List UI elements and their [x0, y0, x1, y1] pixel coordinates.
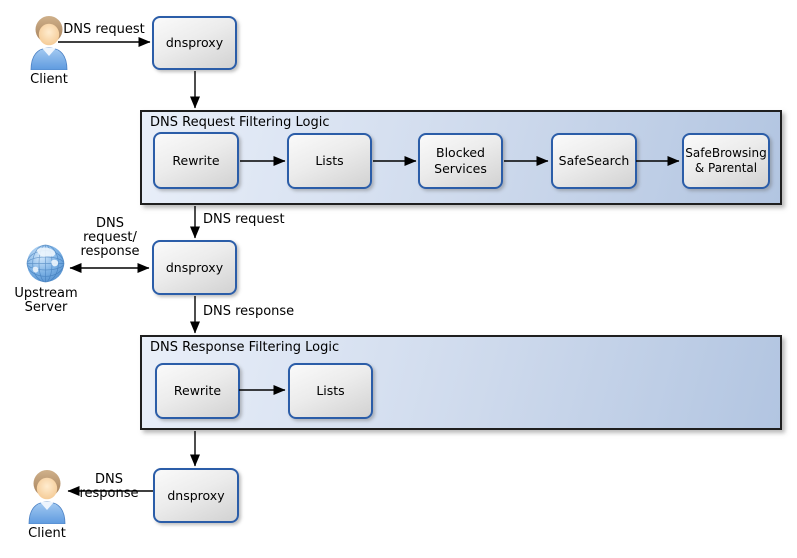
step-safesearch: SafeSearch	[551, 133, 637, 189]
panel2-title: DNS Response Filtering Logic	[150, 340, 340, 355]
globe-icon	[26, 244, 65, 283]
dnsproxy-1-label: dnsproxy	[165, 35, 224, 51]
step-rewrite-1: Rewrite	[153, 132, 239, 189]
step-lists-2: Lists	[288, 363, 373, 419]
edge-label-proxy2-to-panel2: DNS response	[203, 304, 295, 319]
step-rewrite-2: Rewrite	[155, 363, 240, 419]
edge-label-client-to-proxy1: DNS request	[63, 22, 145, 37]
edge-label-upstream-exchange: DNS request/ response	[80, 216, 140, 259]
step-rewrite-2-label: Rewrite	[173, 383, 222, 399]
client-bottom-label: Client	[28, 526, 66, 541]
step-safesearch-label: SafeSearch	[558, 153, 630, 169]
client-bottom: Client	[20, 468, 74, 541]
edge-label-proxy3-to-client: DNS response	[79, 472, 139, 501]
person-icon	[30, 16, 68, 70]
dnsproxy-box-1: dnsproxy	[152, 16, 237, 70]
client-top-label: Client	[30, 72, 68, 87]
upstream-server-label: Upstream Server	[14, 286, 78, 315]
upstream-server: Upstream Server	[8, 243, 84, 315]
dnsproxy-box-3: dnsproxy	[153, 468, 239, 523]
step-blocked-services: Blocked Services	[418, 133, 503, 189]
step-safebrowsing-parental: SafeBrowsing & Parental	[682, 133, 770, 189]
step-lists-1-label: Lists	[315, 153, 344, 169]
step-lists-1: Lists	[287, 133, 372, 189]
panel1-title: DNS Request Filtering Logic	[150, 115, 330, 130]
dnsproxy-3-label: dnsproxy	[167, 487, 225, 503]
person-icon	[28, 470, 66, 524]
client-top: Client	[22, 14, 76, 87]
dnsproxy-box-2: dnsproxy	[152, 240, 237, 295]
panel-dns-response-filtering: DNS Response Filtering Logic Rewrite Lis…	[140, 335, 782, 430]
edge-label-panel1-to-proxy2: DNS request	[203, 212, 285, 227]
step-blocked-services-label: Blocked Services	[434, 145, 487, 176]
step-safebrowsing-parental-label: SafeBrowsing & Parental	[685, 146, 767, 175]
panel-dns-request-filtering: DNS Request Filtering Logic Rewrite List…	[140, 110, 782, 205]
step-lists-2-label: Lists	[316, 383, 345, 399]
dnsproxy-2-label: dnsproxy	[165, 259, 224, 275]
step-rewrite-1-label: Rewrite	[172, 152, 220, 168]
